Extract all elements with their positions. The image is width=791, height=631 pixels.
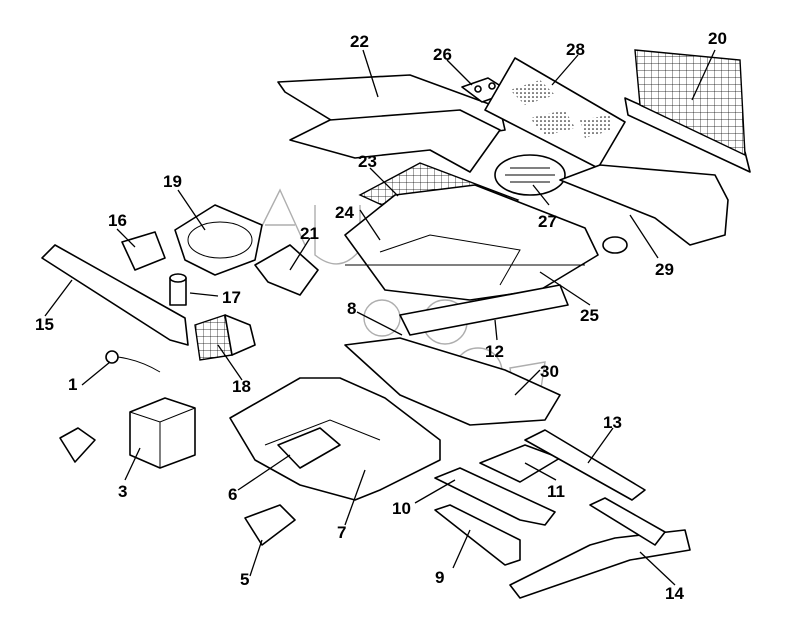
part-6-mount <box>277 427 341 469</box>
part-14-longitudinal-member <box>509 497 691 599</box>
callout-15: 15 <box>35 315 54 334</box>
part-17-canister <box>169 273 187 306</box>
callout-25: 25 <box>580 306 599 325</box>
callout-9: 9 <box>435 568 444 587</box>
callout-29: 29 <box>655 260 674 279</box>
callout-22: 22 <box>350 32 369 51</box>
leader-lines <box>44 49 716 586</box>
part-13-side-member <box>524 429 646 501</box>
callout-30: 30 <box>540 362 559 381</box>
callout-23: 23 <box>358 152 377 171</box>
part-lower-floor-panel <box>344 337 561 426</box>
callout-1: 1 <box>68 375 77 394</box>
callout-26: 26 <box>433 45 452 64</box>
callout-12: 12 <box>485 342 504 361</box>
part-battery-clamp <box>59 427 96 463</box>
part-24-boot-floor <box>344 184 599 301</box>
part-9-rail <box>434 504 521 566</box>
callout-17: 17 <box>222 288 241 307</box>
callout-labels: 1 3 5 6 7 8 9 10 11 12 13 14 15 16 17 18… <box>35 29 727 603</box>
part-1-sensor <box>105 350 161 373</box>
callout-20: 20 <box>708 29 727 48</box>
part-15-bumper-beam <box>41 244 189 346</box>
callout-27: 27 <box>538 212 557 231</box>
part-19-spare-wheel-well <box>174 204 263 276</box>
part-18-grille-panel <box>194 314 256 361</box>
callout-13: 13 <box>603 413 622 432</box>
part-27-disc-cover <box>494 154 566 196</box>
part-10-rail <box>434 467 556 526</box>
part-21-bracket <box>254 244 319 296</box>
callout-24: 24 <box>335 203 354 222</box>
callout-18: 18 <box>232 377 251 396</box>
callout-10: 10 <box>392 499 411 518</box>
part-29-rear-tray <box>559 164 729 254</box>
part-22-parcel-shelf <box>277 74 506 173</box>
callout-11: 11 <box>547 482 565 501</box>
part-12-crossmember <box>399 284 569 336</box>
part-28-luggage-cover <box>484 57 626 169</box>
callout-16: 16 <box>108 211 127 230</box>
callout-28: 28 <box>566 40 585 59</box>
callout-6: 6 <box>228 485 237 504</box>
callout-19: 19 <box>163 172 182 191</box>
callout-21: 21 <box>300 224 319 243</box>
callout-14: 14 <box>665 584 684 603</box>
callout-8: 8 <box>347 299 356 318</box>
callout-3: 3 <box>118 482 127 501</box>
callout-7: 7 <box>337 523 346 542</box>
part-16-module <box>121 231 166 271</box>
part-3-battery <box>129 397 196 469</box>
part-20-cargo-net <box>624 49 751 173</box>
part-7-floor-pan <box>229 377 441 501</box>
part-5-bracket <box>244 504 296 546</box>
callout-5: 5 <box>240 570 249 589</box>
